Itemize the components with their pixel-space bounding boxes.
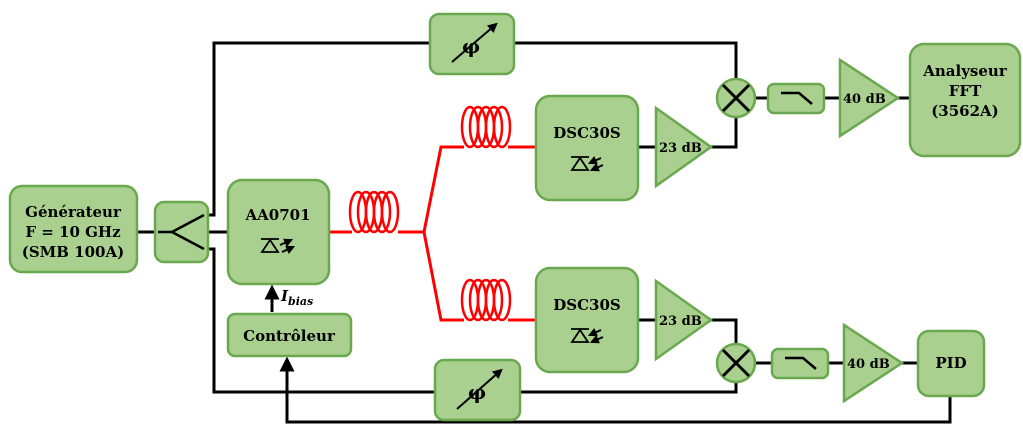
photodiode-top-icon [570,156,604,172]
pid-block: PID [916,329,986,398]
fiber-coil-top-icon [460,105,512,149]
controller-label: Contrôleur [243,327,336,345]
splitter-icon [158,213,205,251]
analyzer-line1: Analyseur [922,62,1008,80]
lowpass-filter-bottom [770,347,830,380]
amp-top-2-label: 40 dB [843,92,886,107]
amplifier-top-2: 40 dB [838,57,901,139]
amplifier-bottom-2: 40 dB [842,322,905,404]
amp-bottom-1-label: 23 dB [659,314,702,329]
generator-line2: F = 10 GHz [25,223,121,241]
detector-top-label: DSC30S [553,124,621,142]
photodiode-bottom-icon [570,328,604,344]
phase-shifter-top: φ [428,12,516,76]
laser-diode-icon [260,238,296,254]
rf-splitter-block [153,200,210,264]
detector-bottom-label: DSC30S [553,296,621,314]
mixer-bottom-icon [715,342,757,384]
detector-top-block: DSC30S [534,94,640,202]
generator-block: Générateur F = 10 GHz (SMB 100A) [8,184,139,274]
detector-bottom-block: DSC30S [534,266,640,374]
analyzer-block: Analyseur FFT (3562A) [908,42,1022,158]
lowpass-top-icon [781,91,813,105]
generator-line3: (SMB 100A) [22,243,124,261]
fiber-coil-bottom-icon [460,278,512,322]
laser-label: AA0701 [244,206,310,224]
lowpass-bottom-icon [785,356,817,370]
analyzer-line3: (3562A) [931,102,999,120]
controller-block: Contrôleur [226,312,353,358]
pid-label: PID [935,354,966,372]
amp-top-1-label: 23 dB [659,141,702,156]
mixer-top-icon [715,77,757,119]
fiber-coil-main-icon [348,190,400,234]
amplifier-top-1: 23 dB [654,105,714,189]
electrical-wires [137,41,952,424]
phase-shifter-bottom: φ [433,358,522,422]
phase-arrow-bottom-icon [456,368,503,410]
amplifier-bottom-1: 23 dB [654,278,714,362]
phase-arrow-top-icon [451,22,498,63]
bias-current-label: Ibias [280,287,313,308]
laser-block: AA0701 [226,178,331,286]
analyzer-line2: FFT [949,82,982,100]
lowpass-filter-top [766,82,826,115]
amp-bottom-2-label: 40 dB [847,357,890,372]
optical-fibers [330,145,536,322]
generator-line1: Générateur [25,203,122,221]
